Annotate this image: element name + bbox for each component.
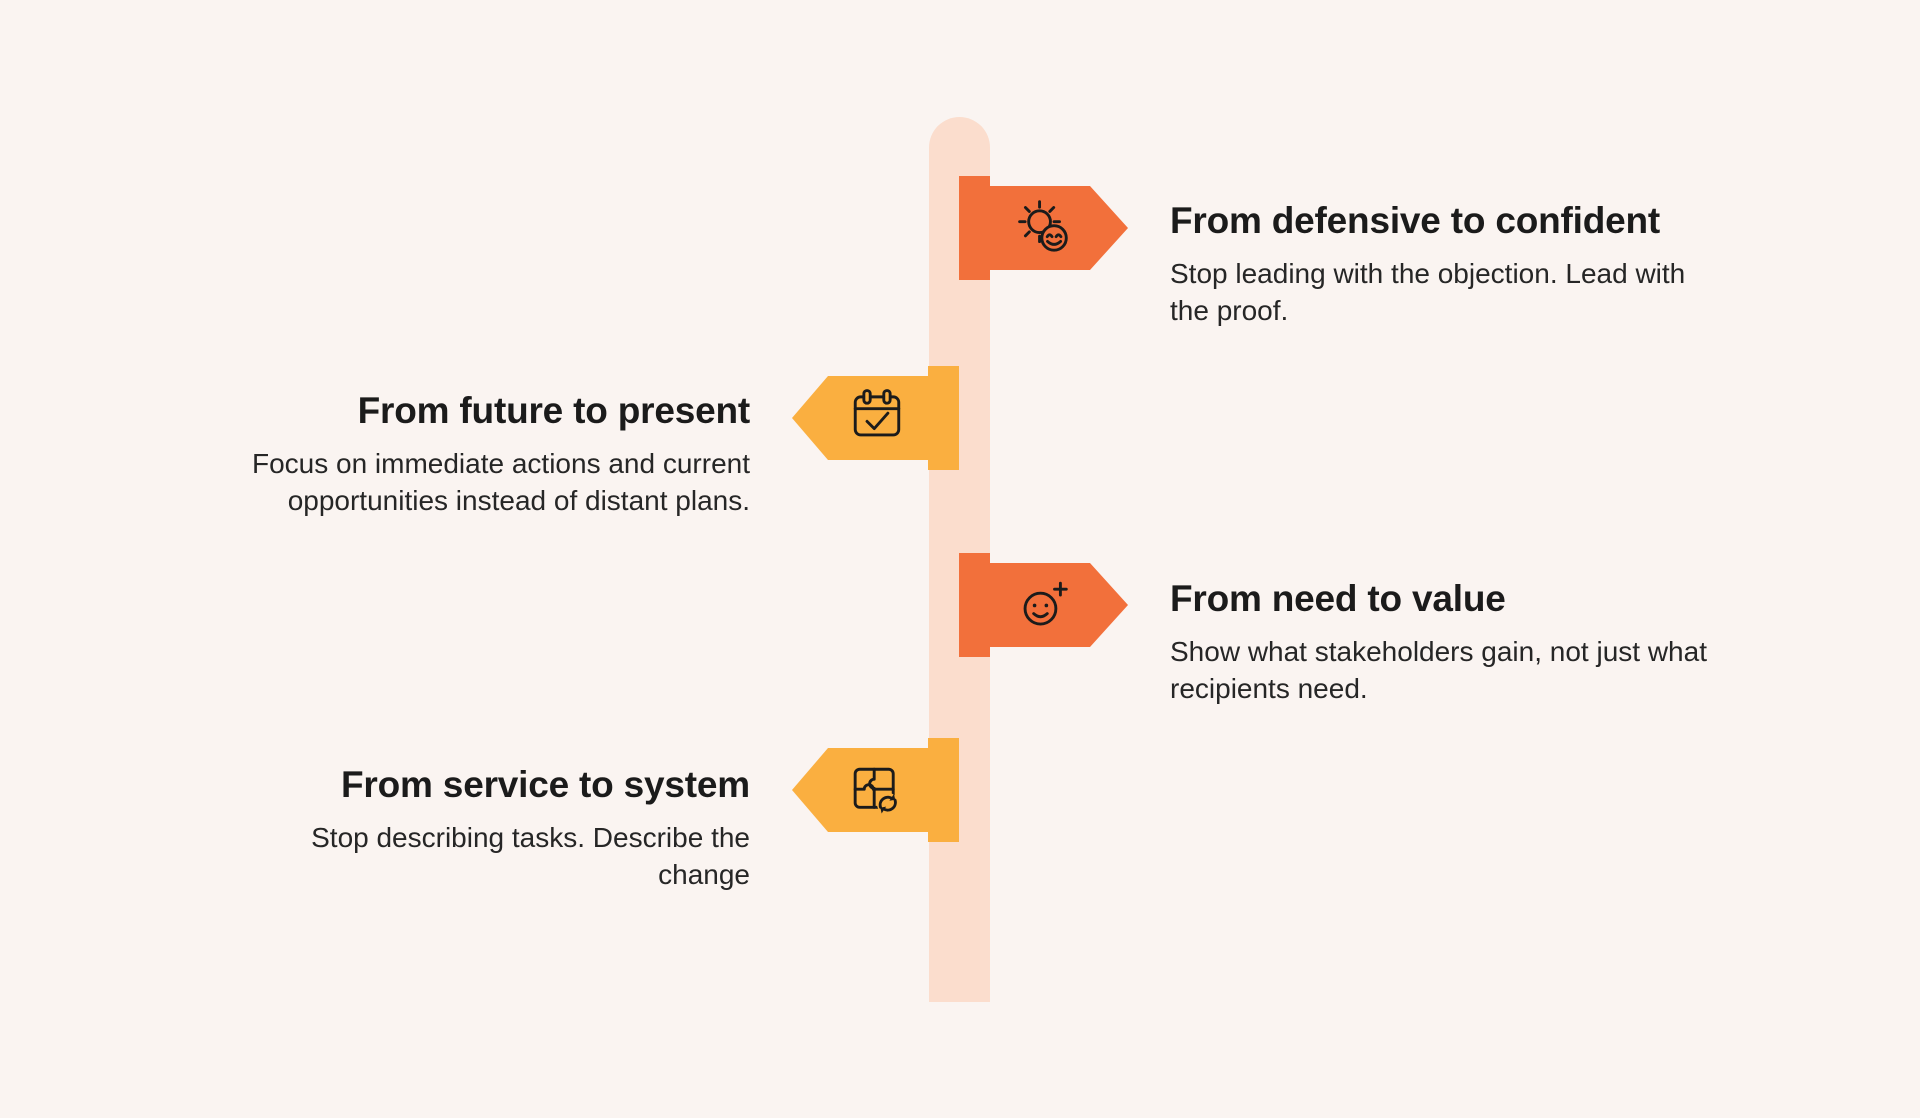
item-2-title: From future to present [357,390,751,431]
smiley-plus-icon [1023,581,1068,626]
sun-smile-icon [1018,200,1068,252]
item-1-title: From defensive to confident [1170,200,1661,241]
item-2-text: From future to present Focus on immediat… [190,389,750,519]
item-1-text: From defensive to confident Stop leading… [1170,199,1730,329]
item-4-title: From service to system [341,764,750,805]
item-4-text: From service to system Stop describing t… [190,763,750,893]
item-3-title: From need to value [1170,578,1506,619]
item-3-description: Show what stakeholders gain, not just wh… [1170,636,1707,704]
puzzle-sync-icon [853,767,899,815]
item-2-description: Focus on immediate actions and current o… [251,448,750,516]
item-1-description: Stop leading with the objection. Lead wi… [1170,258,1686,326]
flag-right-3 [959,553,1128,657]
calendar-check-icon [853,389,901,437]
item-4-description: Stop describing tasks. Describe the chan… [311,822,750,890]
item-3-text: From need to value Show what stakeholder… [1170,577,1730,707]
